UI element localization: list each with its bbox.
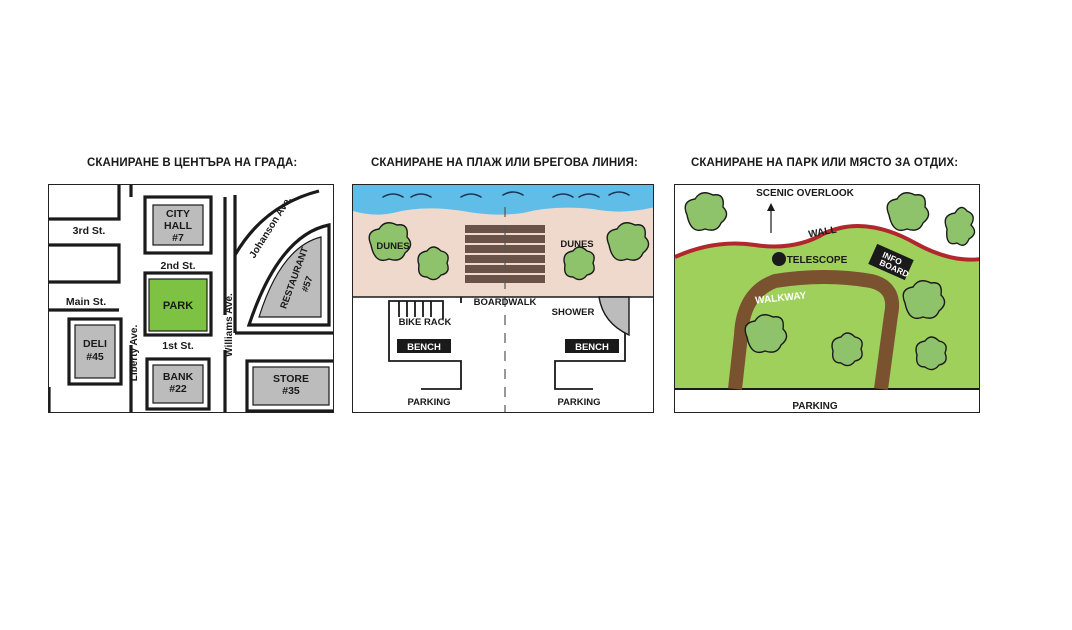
street-edge bbox=[49, 243, 121, 284]
deli-building bbox=[74, 324, 116, 379]
downtown-map: CITY HALL #7 3rd St. 2nd St. Main St. PA… bbox=[48, 184, 334, 413]
street-edge bbox=[233, 189, 320, 256]
downtown-title: СКАНИРАНЕ В ЦЕНТЪРА НА ГРАДА: bbox=[87, 157, 298, 169]
deli-label: DELI bbox=[83, 338, 107, 350]
bush bbox=[831, 332, 863, 367]
park-label: PARK bbox=[163, 300, 193, 312]
store-building bbox=[252, 366, 330, 406]
boardwalk-label: BOARDWALK bbox=[474, 297, 537, 308]
city-hall-building bbox=[152, 204, 204, 246]
bench-left-label: BENCH bbox=[407, 342, 441, 353]
williams-ave-label: Williams Ave. bbox=[224, 293, 235, 357]
dunes-right-label: DUNES bbox=[560, 239, 593, 250]
bench-right bbox=[565, 339, 619, 353]
wave bbox=[382, 193, 404, 198]
wave bbox=[410, 193, 432, 198]
dunes-left-label: DUNES bbox=[376, 241, 409, 252]
beach-map: DUNES DUNES BOARDWALK BIKE RACK SHOWER B… bbox=[352, 184, 654, 413]
bush bbox=[744, 314, 788, 354]
city-hall-label: CITY bbox=[166, 208, 190, 220]
walkway-label: WALKWAY bbox=[755, 290, 807, 306]
store-block-outline bbox=[245, 359, 333, 412]
scenic-overlook-label: SCENIC OVERLOOK bbox=[756, 188, 855, 199]
second-st-label: 2nd St. bbox=[160, 260, 195, 272]
bush bbox=[417, 246, 449, 281]
shower-label: SHOWER bbox=[552, 307, 595, 318]
telescope-icon bbox=[772, 252, 786, 266]
parking-outline-right bbox=[554, 297, 626, 390]
arrow-head-icon bbox=[767, 203, 775, 211]
deli-number: #45 bbox=[86, 351, 104, 363]
third-st-label: 3rd St. bbox=[73, 225, 106, 237]
bank-building bbox=[152, 364, 204, 404]
bush bbox=[886, 192, 930, 232]
wave bbox=[460, 193, 482, 198]
parking-left-label: PARKING bbox=[407, 397, 450, 408]
bank-number: #22 bbox=[169, 383, 187, 395]
bush bbox=[915, 336, 947, 371]
telescope-label: TELESCOPE bbox=[787, 255, 848, 266]
bush bbox=[563, 246, 595, 281]
bush bbox=[368, 222, 412, 262]
store-label: STORE bbox=[273, 373, 309, 385]
bush bbox=[902, 280, 946, 320]
info-board bbox=[868, 243, 914, 281]
walkway-path bbox=[728, 270, 899, 390]
wave bbox=[578, 193, 600, 198]
bush bbox=[944, 206, 976, 246]
store-number: #35 bbox=[282, 385, 300, 397]
parking-label: PARKING bbox=[792, 401, 838, 412]
deli-block-outline bbox=[67, 317, 123, 386]
park-map: SCENIC OVERLOOK WALL TELESCOPE INFO BOAR… bbox=[674, 184, 980, 413]
restaurant-block-outline bbox=[246, 223, 331, 327]
wave bbox=[502, 191, 524, 196]
wall-line bbox=[675, 223, 979, 262]
city-hall-block-outline bbox=[143, 195, 213, 255]
bush bbox=[684, 192, 728, 232]
city-hall-number: #7 bbox=[172, 232, 184, 244]
bike-rack bbox=[388, 300, 444, 319]
bush bbox=[606, 222, 650, 262]
parking-right-label: PARKING bbox=[557, 397, 600, 408]
wall-label: WALL bbox=[808, 225, 838, 241]
park-map-drawing: SCENIC OVERLOOK WALL TELESCOPE INFO BOAR… bbox=[675, 188, 979, 412]
first-st-label: 1st St. bbox=[162, 340, 194, 352]
restaurant-building bbox=[258, 236, 322, 318]
city-hall-label: HALL bbox=[164, 220, 193, 232]
bike-rack-label: BIKE RACK bbox=[399, 317, 452, 328]
bench-right-label: BENCH bbox=[575, 342, 609, 353]
park-title: СКАНИРАНЕ НА ПАРК ИЛИ МЯСТО ЗА ОТДИХ: bbox=[691, 157, 959, 169]
park-area bbox=[148, 278, 208, 332]
liberty-ave-label: Liberty Ave. bbox=[129, 325, 140, 382]
main-st-label: Main St. bbox=[66, 296, 106, 308]
bank-block-outline bbox=[145, 357, 211, 411]
beach-title: СКАНИРАНЕ НА ПЛАЖ ИЛИ БРЕГОВА ЛИНИЯ: bbox=[371, 157, 638, 169]
water-area bbox=[353, 185, 653, 215]
park-block-outline bbox=[143, 271, 213, 337]
beach-map-drawing: DUNES DUNES BOARDWALK BIKE RACK SHOWER B… bbox=[353, 185, 653, 412]
downtown-map-drawing: CITY HALL #7 3rd St. 2nd St. Main St. PA… bbox=[49, 185, 333, 412]
wave bbox=[608, 191, 630, 196]
wave bbox=[552, 193, 574, 198]
bank-label: BANK bbox=[163, 371, 194, 383]
bench-left bbox=[397, 339, 451, 353]
restaurant-number: #57 bbox=[300, 275, 316, 294]
parking-outline-left bbox=[388, 319, 462, 390]
street-edge bbox=[49, 185, 121, 221]
shower-icon bbox=[598, 296, 630, 337]
